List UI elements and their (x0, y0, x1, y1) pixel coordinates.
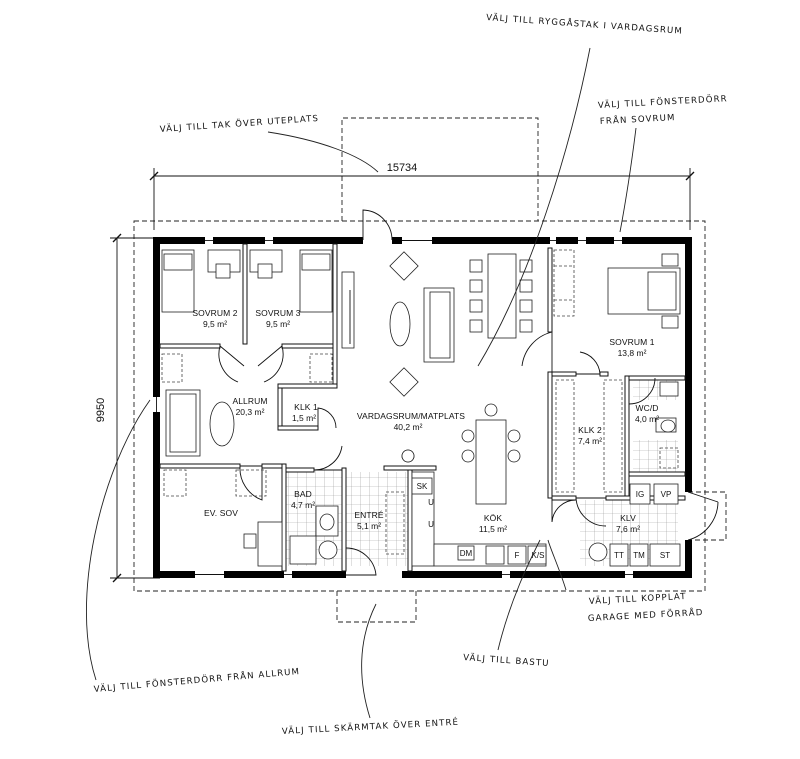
dimension-depth: 9950 (95, 233, 160, 583)
dimension-depth-label: 9950 (95, 398, 107, 422)
fixture-vp: VP (661, 490, 672, 499)
furniture-sovrum3 (249, 249, 333, 383)
furniture-wcd (655, 381, 679, 469)
room-vardagsrum-area: 40,2 m² (394, 422, 423, 432)
fixture-tt: TT (614, 551, 624, 560)
room-allrum-name: ALLRUM (232, 396, 267, 406)
note-tak-uteplats: VÄLJ TILL TAK ÖVER UTEPLATS (159, 113, 319, 135)
exterior-walls (153, 237, 692, 578)
furniture-bad (289, 505, 339, 565)
dimension-width-label: 15734 (387, 162, 418, 174)
room-sovrum2-name: SOVRUM 2 (192, 308, 237, 318)
room-evsov-name: EV. SOV (204, 508, 238, 518)
room-wcd-name: WC/D (635, 403, 658, 413)
note-kopplat-line2: GARAGE MED FÖRRÅD (588, 606, 704, 624)
fixture-sk: SK (417, 482, 428, 491)
room-klk2-area: 7,4 m² (578, 436, 602, 446)
fixture-labels: SK U U DM F K/S IG VP TT TM ST (417, 482, 672, 560)
fixture-dm: DM (460, 549, 473, 558)
tiles-entre (346, 472, 408, 566)
leader-lines (86, 47, 637, 719)
fixture-st: ST (660, 551, 670, 560)
fixture-f: F (515, 551, 520, 560)
room-vardagsrum-name: VARDAGSRUM/MATPLATS (357, 411, 465, 421)
room-sovrum3-area: 9,5 m² (266, 319, 290, 329)
furniture-kitchen (411, 471, 547, 567)
furniture-dining (401, 403, 521, 505)
windows (156, 240, 633, 575)
note-fonsterdorr-sovrum-line1: VÄLJ TILL FÖNSTERDÖRR (598, 93, 728, 111)
garage-link-outline (688, 491, 727, 541)
room-klk1-area: 1,5 m² (292, 413, 316, 423)
entrance-canopy-outline (336, 591, 417, 623)
room-labels: SOVRUM 2 9,5 m² SOVRUM 3 9,5 m² SOVRUM 1… (192, 308, 659, 534)
room-klk2-name: KLK 2 (578, 425, 602, 435)
tiles-wcd-lower (633, 440, 678, 472)
fixture-ig: IG (636, 490, 644, 499)
furniture-evsov (235, 469, 283, 567)
room-entre-area: 5,1 m² (357, 521, 381, 531)
room-entre-name: ENTRÉ (354, 510, 384, 520)
note-skarmtak: VÄLJ TILL SKÄRMTAK ÖVER ENTRÉ (282, 716, 460, 737)
room-sovrum1-name: SOVRUM 1 (609, 337, 654, 347)
room-sovrum1-area: 13,8 m² (618, 348, 647, 358)
room-sovrum2-area: 9,5 m² (203, 319, 227, 329)
fixture-u2: U (428, 520, 434, 529)
room-sovrum3-name: SOVRUM 3 (255, 308, 300, 318)
note-ryggastak: VÄLJ TILL RYGGÅSTAK I VARDAGSRUM (486, 11, 683, 37)
fixture-ks: K/S (532, 551, 545, 560)
note-kopplat-line1: VÄLJ TILL KOPPLAT (589, 591, 687, 607)
room-kok-name: KÖK (484, 513, 502, 523)
dimension-width: 15734 (149, 162, 695, 230)
room-wcd-area: 4,0 m² (635, 414, 659, 424)
room-klv-name: KLV (620, 513, 636, 523)
patio-roof-outline (341, 117, 539, 221)
furniture-allrum (163, 389, 235, 497)
room-bad-name: BAD (294, 489, 312, 499)
note-bastu: VÄLJ TILL BASTU (463, 652, 550, 669)
furniture-sovrum2 (161, 249, 241, 383)
note-fonsterdorr-allrum: VÄLJ TILL FÖNSTERDÖRR FRÅN ALLRUM (93, 665, 300, 695)
room-klk1-name: KLK 1 (294, 402, 318, 412)
fixture-u1: U (428, 498, 434, 507)
furniture-klv (588, 483, 681, 567)
roof-outline (133, 220, 706, 592)
doors (218, 209, 719, 576)
fixture-tm: TM (633, 551, 645, 560)
room-kok-area: 11,5 m² (479, 524, 507, 534)
room-bad-area: 4,7 m² (291, 500, 315, 510)
furniture-entre (385, 449, 415, 555)
furniture-sovrum1 (553, 249, 681, 329)
furniture-living (341, 251, 533, 397)
room-klv-area: 7,6 m² (616, 524, 640, 534)
room-allrum-area: 20,3 m² (236, 407, 265, 417)
note-fonsterdorr-sovrum-line2: FRÅN SOVRUM (600, 111, 676, 127)
